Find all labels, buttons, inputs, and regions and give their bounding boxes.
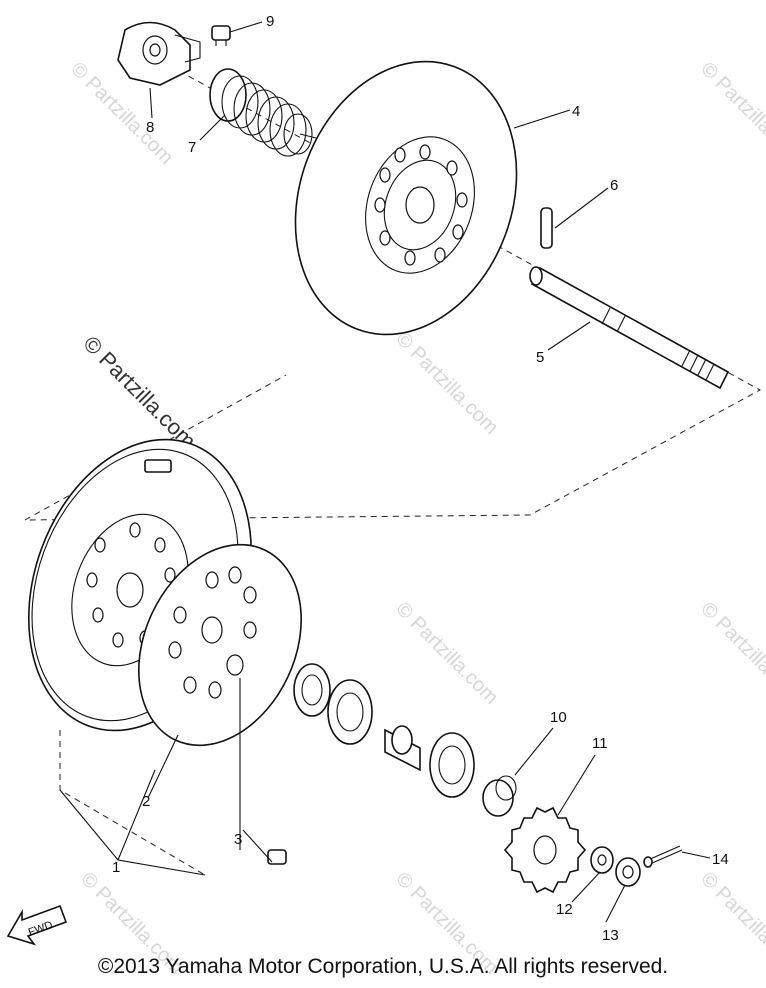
callout-label: 2 [142, 793, 150, 810]
part-12-washer [590, 846, 614, 874]
bearing-2 [327, 679, 373, 745]
part-10-collar [482, 775, 517, 817]
plate-holes [168, 566, 257, 699]
callout-label: 5 [536, 349, 544, 366]
part-6-pin [540, 207, 553, 249]
sheave-holes [374, 144, 468, 266]
callout-label: 7 [188, 139, 196, 156]
copyright-text: ©2013 Yamaha Motor Corporation, U.S.A. A… [97, 955, 669, 978]
leader-lines [59, 21, 711, 923]
part-7-spring [209, 68, 317, 157]
callout-label: 10 [550, 709, 567, 726]
callout-label: 3 [234, 831, 242, 848]
part-5-shaft [529, 266, 730, 390]
part-13-nut [615, 857, 641, 887]
callout-label: 1 [112, 859, 120, 876]
part-9-clip [211, 25, 231, 46]
part-4-sheave [294, 60, 518, 336]
part-11-sprocket [503, 806, 587, 894]
watermark: © Partzilla.com [696, 598, 766, 709]
part-8-bracket [117, 21, 201, 86]
bearing-1 [293, 663, 331, 717]
callout-label: 14 [712, 851, 729, 868]
callout-label: 12 [556, 901, 573, 918]
watermark: © Partzilla.com [696, 58, 766, 169]
bearing-3 [429, 732, 475, 798]
callout-label: 13 [602, 927, 619, 944]
callout-label: 6 [610, 177, 618, 194]
part-14-cotter-pin [643, 845, 683, 868]
callouts: 1 2 3 4 5 6 7 8 9 10 11 12 13 14 [112, 13, 729, 944]
callout-label: 11 [592, 735, 608, 752]
part-3-bolt [239, 678, 287, 865]
part-2-plate [138, 543, 302, 747]
callout-label: 9 [266, 13, 274, 30]
upper-center-line [24, 54, 762, 521]
watermark: © Partzilla.com [391, 598, 502, 709]
callout-label: 8 [146, 119, 154, 136]
spacer [384, 725, 421, 772]
watermark-main: © Partzilla.com [78, 331, 201, 454]
fwd-arrow-icon: FWD [6, 904, 68, 946]
callout-label: 4 [572, 103, 580, 120]
watermark: © Partzilla.com [391, 328, 502, 439]
